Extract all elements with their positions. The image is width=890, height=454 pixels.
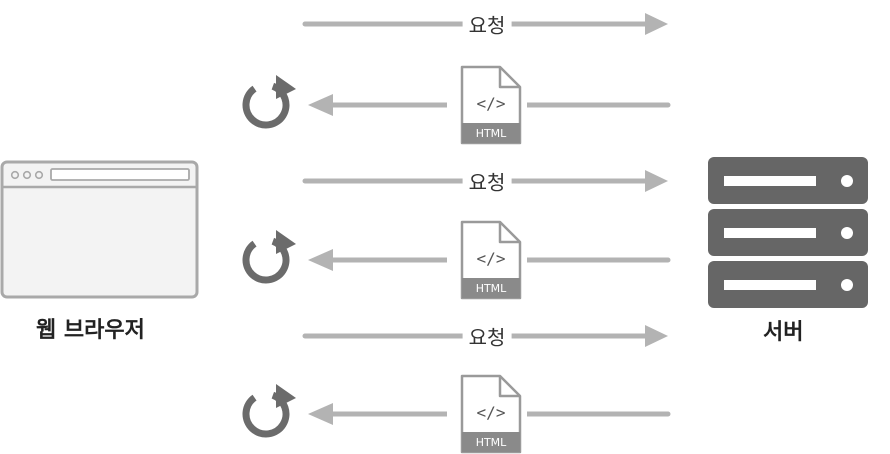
server-label: 서버 [763,320,804,345]
browser-window-icon [0,160,199,299]
server-rack-icon [708,157,868,308]
code-glyph: </> [477,94,506,113]
server-unit [708,209,868,256]
html-document-icon: </> HTML [447,218,527,304]
html-document-icon: </> HTML [447,372,527,454]
exchanges: </> HTML </> HTML </> HTML [242,13,671,454]
request-label: 요청 [462,9,512,39]
request-label: 요청 [462,166,512,196]
refresh-icon [242,75,296,129]
html-document-icon: </> HTML [447,63,527,149]
html-document-label: HTML [476,436,507,449]
refresh-icon [242,230,296,284]
refresh-icon [242,384,296,438]
code-glyph: </> [477,403,506,422]
html-document-label: HTML [476,282,507,295]
server-unit [708,157,868,204]
server-unit [708,261,868,308]
code-glyph: </> [477,249,506,268]
request-label: 요청 [462,321,512,351]
client-label: 웹 브라우저 [36,318,145,343]
html-document-label: HTML [476,127,507,140]
